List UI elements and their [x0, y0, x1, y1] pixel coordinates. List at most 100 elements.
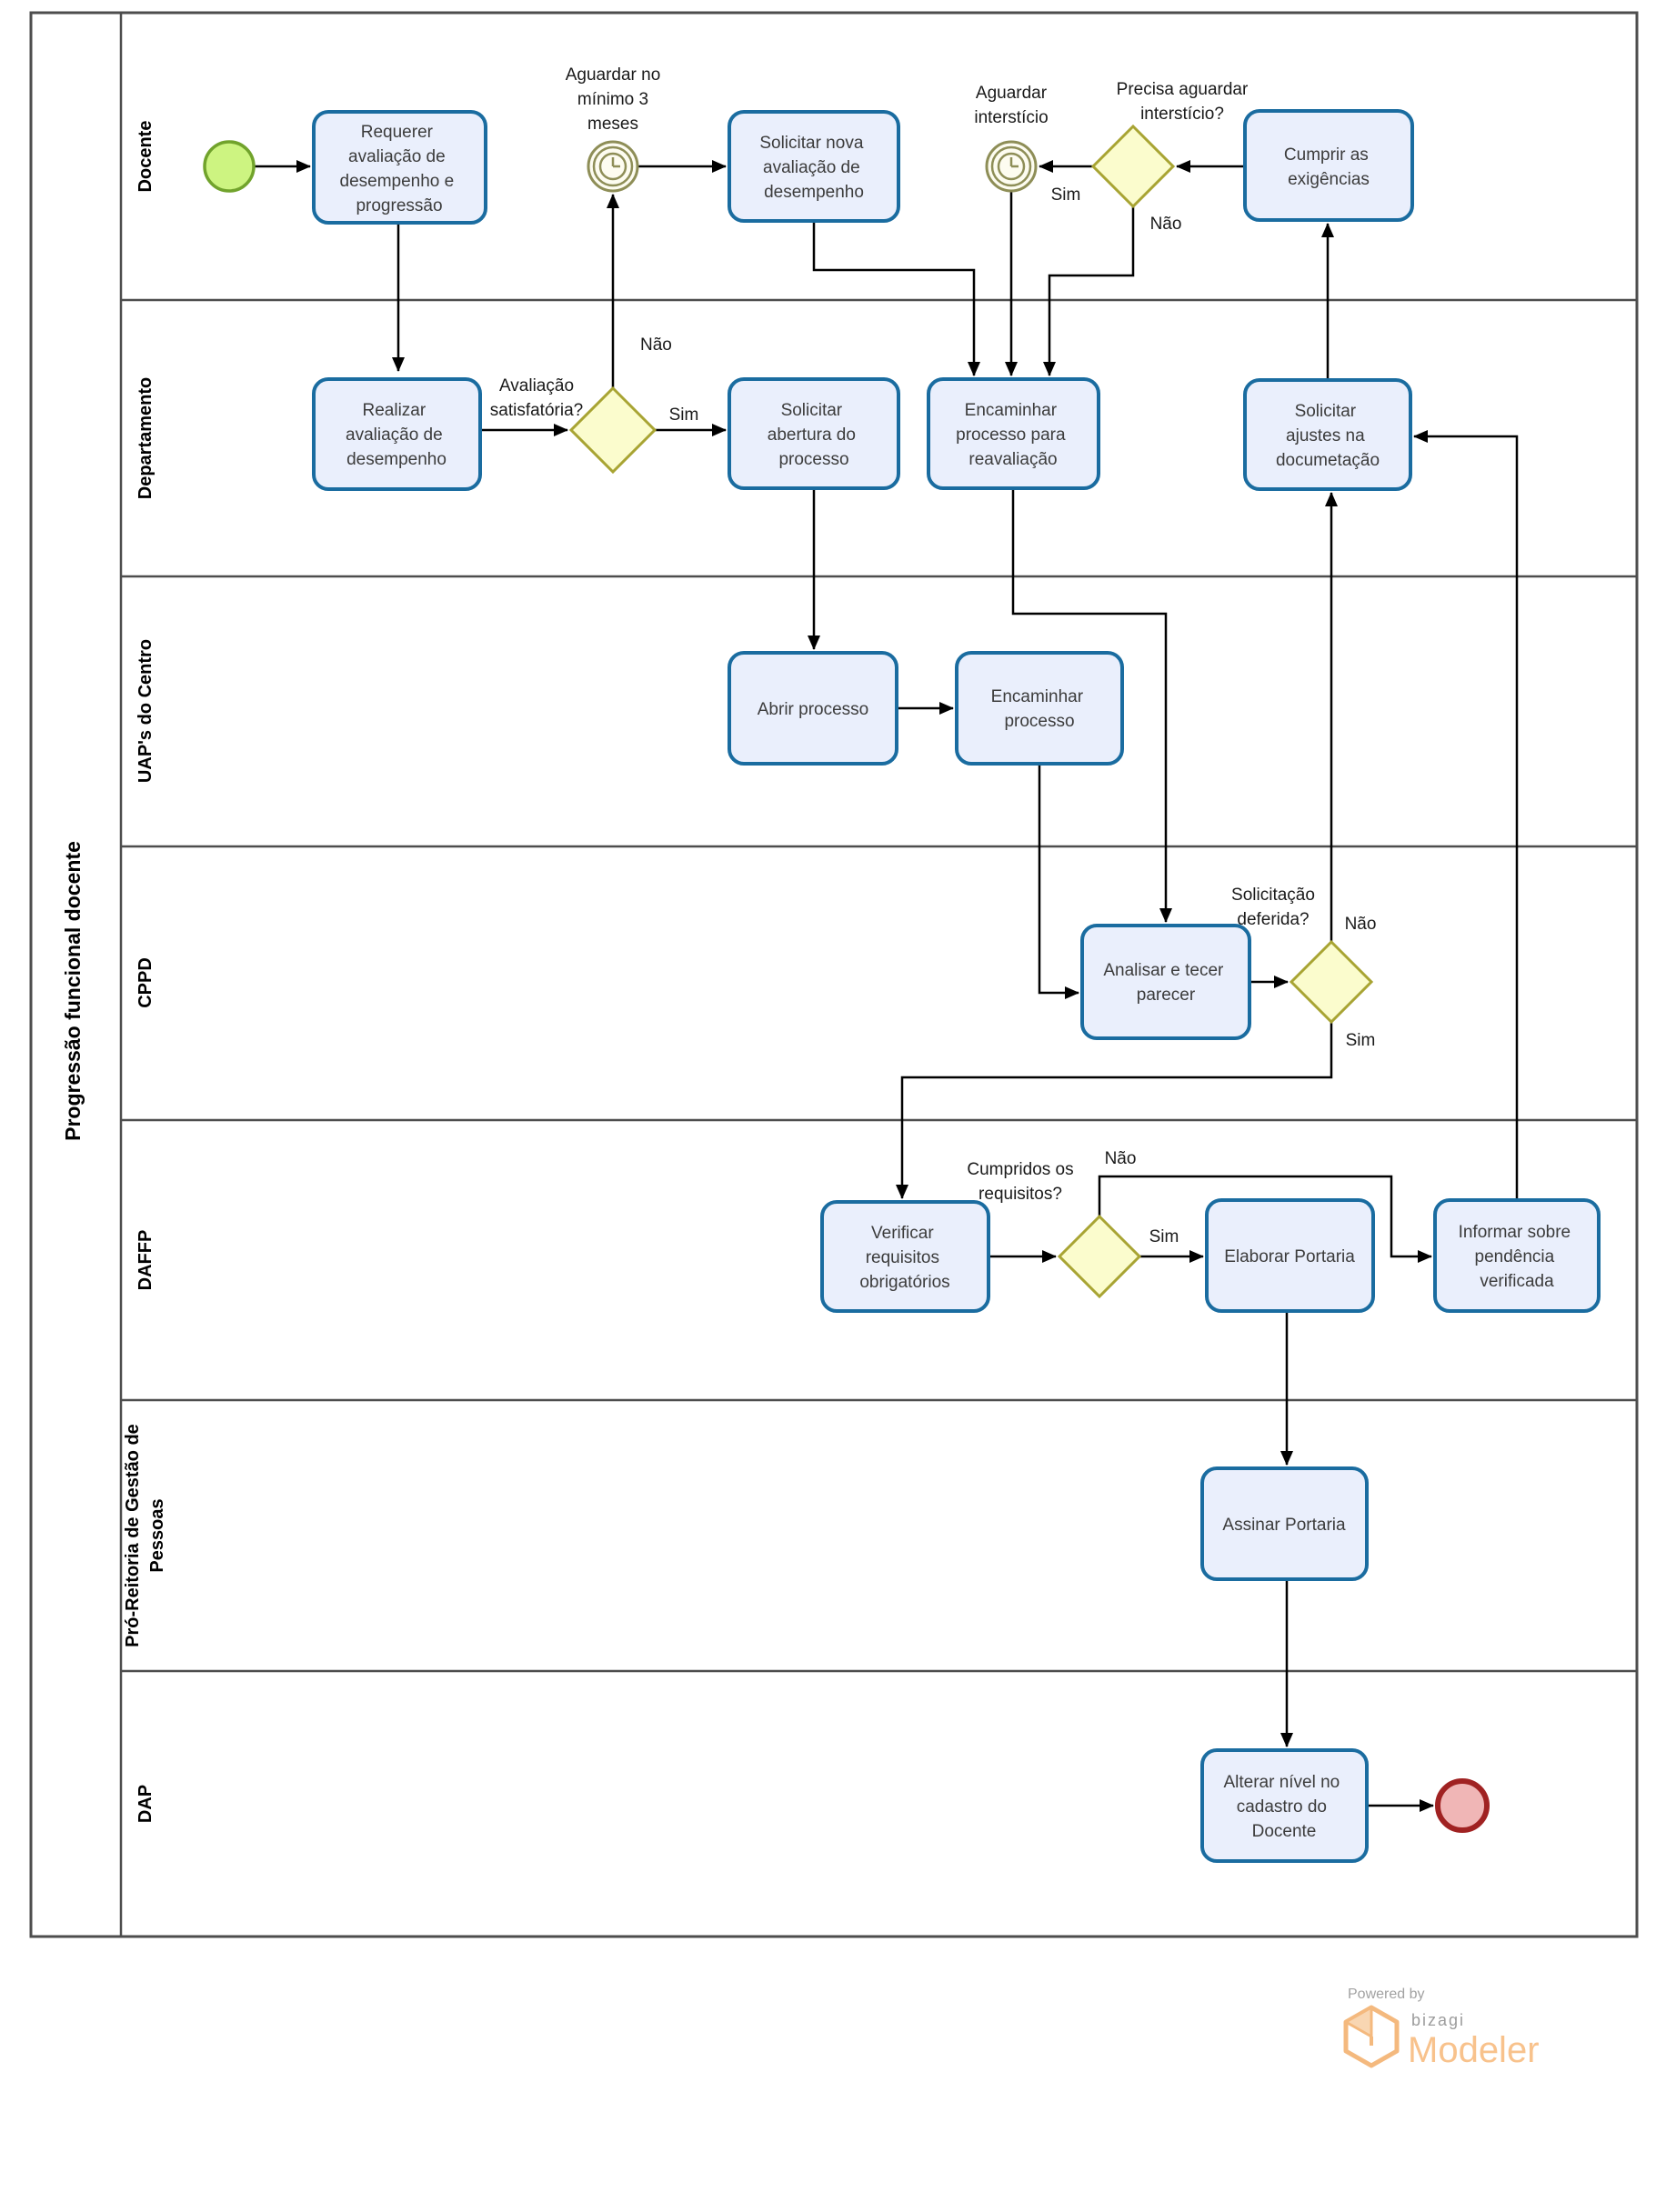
end-event-circle[interactable] — [1435, 1778, 1490, 1833]
task-label-line: processo — [1004, 712, 1074, 731]
task-encaminhar-processo-reavaliacao[interactable]: Encaminhar processo para reavaliação — [927, 377, 1100, 490]
task-requerer-avaliacao[interactable]: Requerer avaliação de desempenho e progr… — [312, 110, 487, 225]
task-label-line: avaliação de — [763, 158, 860, 177]
gateway-cumpridos-os-requisitos[interactable]: Cumpridos os requisitos? Não Sim — [967, 1149, 1179, 1299]
gateway-avaliacao-nao-label: Não — [640, 335, 672, 355]
task-cumprir-as-exigencias[interactable]: Cumprir as exigências — [1243, 109, 1414, 222]
task-verificar-requisitos-obrigatorios[interactable]: Verificar requisitos obrigatórios — [820, 1200, 990, 1313]
svg-text:Solicitar ajustes na: Solicitar ajustes na documetação — [1276, 402, 1380, 470]
lane-label-pro-reitoria-line2: Pessoas — [147, 1498, 167, 1572]
task-solicitar-nova-avaliacao[interactable]: Solicitar nova avaliação de desempenho — [728, 110, 900, 223]
task-label-line: abertura do — [768, 425, 856, 445]
task-label-line: parecer — [1137, 986, 1196, 1005]
flow-informar-to-ajustes — [1413, 430, 1519, 1200]
timer2-label-line2: interstício — [974, 108, 1048, 127]
task-label-line: reavaliação — [968, 450, 1057, 469]
gateway-avaliacao-label-line1: Avaliação — [499, 376, 574, 395]
task-label-line: desempenho — [764, 183, 864, 202]
gateway-deferida-label-line1: Solicitação — [1231, 886, 1315, 905]
lane-label-pro-reitoria-line1: Pró-Reitoria de Gestão de — [123, 1424, 143, 1647]
task-label-line: exigências — [1288, 170, 1370, 189]
task-label-line: processo — [778, 450, 848, 469]
lane-label-departamento: Departamento — [135, 377, 156, 499]
bizagi-modeler-logo: Powered by bizagi Modeler — [1343, 1987, 1540, 2070]
flow-solicitar-nova-to-reavaliacao — [812, 221, 980, 376]
svg-text:Encaminhar processo: Encaminhar processo — [991, 687, 1089, 731]
gateway-precisa-aguardar-intersticio[interactable]: Precisa aguardar interstício? Sim Não — [1051, 80, 1249, 234]
task-label-line: Encaminhar — [965, 401, 1058, 420]
gateway-deferida-sim-label: Sim — [1346, 1031, 1376, 1050]
flow-reavaliacao-to-analisar — [1011, 488, 1172, 923]
task-label-line: Analisar e tecer — [1103, 961, 1224, 980]
task-label-line: progressão — [356, 196, 442, 215]
task-label-line: cadastro do — [1237, 1797, 1327, 1817]
timer-event-aguardar-intersticio[interactable]: Aguardar interstício — [974, 84, 1049, 193]
sequence-flows — [255, 160, 1519, 1812]
pool-progressao-funcional-docente: Progressão funcional docente Docente Dep… — [29, 11, 1639, 1938]
svg-text:Verificar requisitos: Verificar requisitos obrigatórios — [859, 1224, 949, 1292]
gateway-precisa-sim-label: Sim — [1051, 185, 1081, 205]
task-abrir-processo[interactable]: Abrir processo — [728, 651, 898, 766]
task-realizar-avaliacao[interactable]: Realizar avaliação de desempenho — [312, 377, 482, 491]
flow-gw-cumpridos-nao-to-informar — [1098, 1175, 1432, 1263]
lane-label-uaps-do-centro: UAP's do Centro — [135, 639, 156, 783]
gateway-avaliacao-label-line2: satisfatória? — [490, 401, 583, 420]
lane-label-cppd: CPPD — [135, 957, 156, 1008]
task-label-line: ajustes na — [1286, 426, 1365, 445]
task-label-line: Assinar Portaria — [1222, 1516, 1346, 1535]
modeler-product-label: Modeler — [1408, 2030, 1540, 2070]
task-label-line: Solicitar nova — [759, 134, 863, 153]
timer1-label-line1: Aguardar no — [566, 65, 661, 85]
task-elaborar-portaria[interactable]: Elaborar Portaria — [1205, 1198, 1375, 1313]
task-label-line: avaliação de — [348, 147, 446, 166]
task-label-line: Realizar — [363, 401, 427, 420]
powered-by-label: Powered by — [1348, 1987, 1425, 2002]
svg-text:Analisar e tecer parecer: Analisar e tecer parecer — [1103, 961, 1228, 1005]
clock-icon — [997, 152, 1026, 181]
svg-text:Informar sobre pendência: Informar sobre pendência verificada — [1459, 1223, 1576, 1291]
svg-text:Encaminhar processo para: Encaminhar processo para reavaliação — [956, 401, 1070, 469]
task-label-line: Solicitar — [1295, 402, 1357, 421]
gateway-precisa-nao-label: Não — [1150, 215, 1182, 234]
task-analisar-e-tecer-parecer[interactable]: Analisar e tecer parecer — [1080, 924, 1251, 1040]
start-event[interactable] — [203, 140, 256, 193]
lane-label-daffp: DAFFP — [135, 1230, 156, 1291]
task-label-line: pendência — [1475, 1247, 1555, 1266]
timer-event-aguardar-minimo-3-meses[interactable]: Aguardar no mínimo 3 meses — [566, 65, 661, 193]
timer2-label-line1: Aguardar — [976, 84, 1048, 103]
svg-text:Cumprir as exigências: Cumprir as exigências — [1284, 145, 1373, 189]
svg-text:Solicitar nova avaliação: Solicitar nova avaliação de desempenho — [759, 134, 868, 202]
svg-text:Assinar Portaria: Assinar Portaria — [1222, 1516, 1346, 1535]
gateway-solicitacao-deferida[interactable]: Solicitação deferida? Não Sim — [1231, 886, 1376, 1050]
task-label-line: documetação — [1276, 451, 1380, 470]
task-label-line: Solicitar — [781, 401, 843, 420]
task-solicitar-ajustes-documentacao[interactable]: Solicitar ajustes na documetação — [1243, 378, 1412, 491]
task-label-line: Informar sobre — [1459, 1223, 1571, 1242]
lane-label-docente: Docente — [135, 121, 156, 193]
end-event[interactable] — [1435, 1778, 1490, 1833]
task-label-line: Requerer — [361, 123, 434, 142]
svg-text:Alterar nível no cadastr: Alterar nível no cadastro do Docente — [1223, 1773, 1344, 1841]
gateway-precisa-label-line2: interstício? — [1140, 105, 1224, 124]
gateway-cumpridos-label-line2: requisitos? — [979, 1185, 1062, 1204]
task-label-line: requisitos — [866, 1248, 939, 1267]
task-assinar-portaria[interactable]: Assinar Portaria — [1200, 1466, 1369, 1581]
task-encaminhar-processo[interactable]: Encaminhar processo — [955, 651, 1124, 766]
svg-text:Abrir processo: Abrir processo — [758, 700, 869, 719]
timer1-label-line3: meses — [587, 115, 638, 134]
task-alterar-nivel-cadastro[interactable]: Alterar nível no cadastro do Docente — [1200, 1748, 1369, 1863]
bizagi-logo-icon — [1343, 2005, 1400, 2068]
task-label-line: Verificar — [871, 1224, 934, 1243]
gateway-cumpridos-sim-label: Sim — [1149, 1227, 1179, 1246]
task-solicitar-abertura-processo[interactable]: Solicitar abertura do processo — [728, 377, 900, 490]
flow-encaminhar-to-analisar — [1038, 764, 1079, 999]
svg-text:Elaborar Portaria: Elaborar Portaria — [1224, 1247, 1355, 1266]
start-event-circle[interactable] — [203, 140, 256, 193]
gateway-deferida-nao-label: Não — [1345, 915, 1377, 934]
clock-icon — [598, 152, 627, 181]
task-informar-pendencia-verificada[interactable]: Informar sobre pendência verificada — [1433, 1198, 1601, 1313]
gateway-deferida-label-line2: deferida? — [1237, 910, 1309, 929]
gateway-avaliacao-satisfatoria[interactable]: Avaliação satisfatória? Sim Não — [490, 335, 699, 475]
timer1-label-line2: mínimo 3 — [577, 90, 648, 109]
task-label-line: Alterar nível no — [1223, 1773, 1340, 1792]
